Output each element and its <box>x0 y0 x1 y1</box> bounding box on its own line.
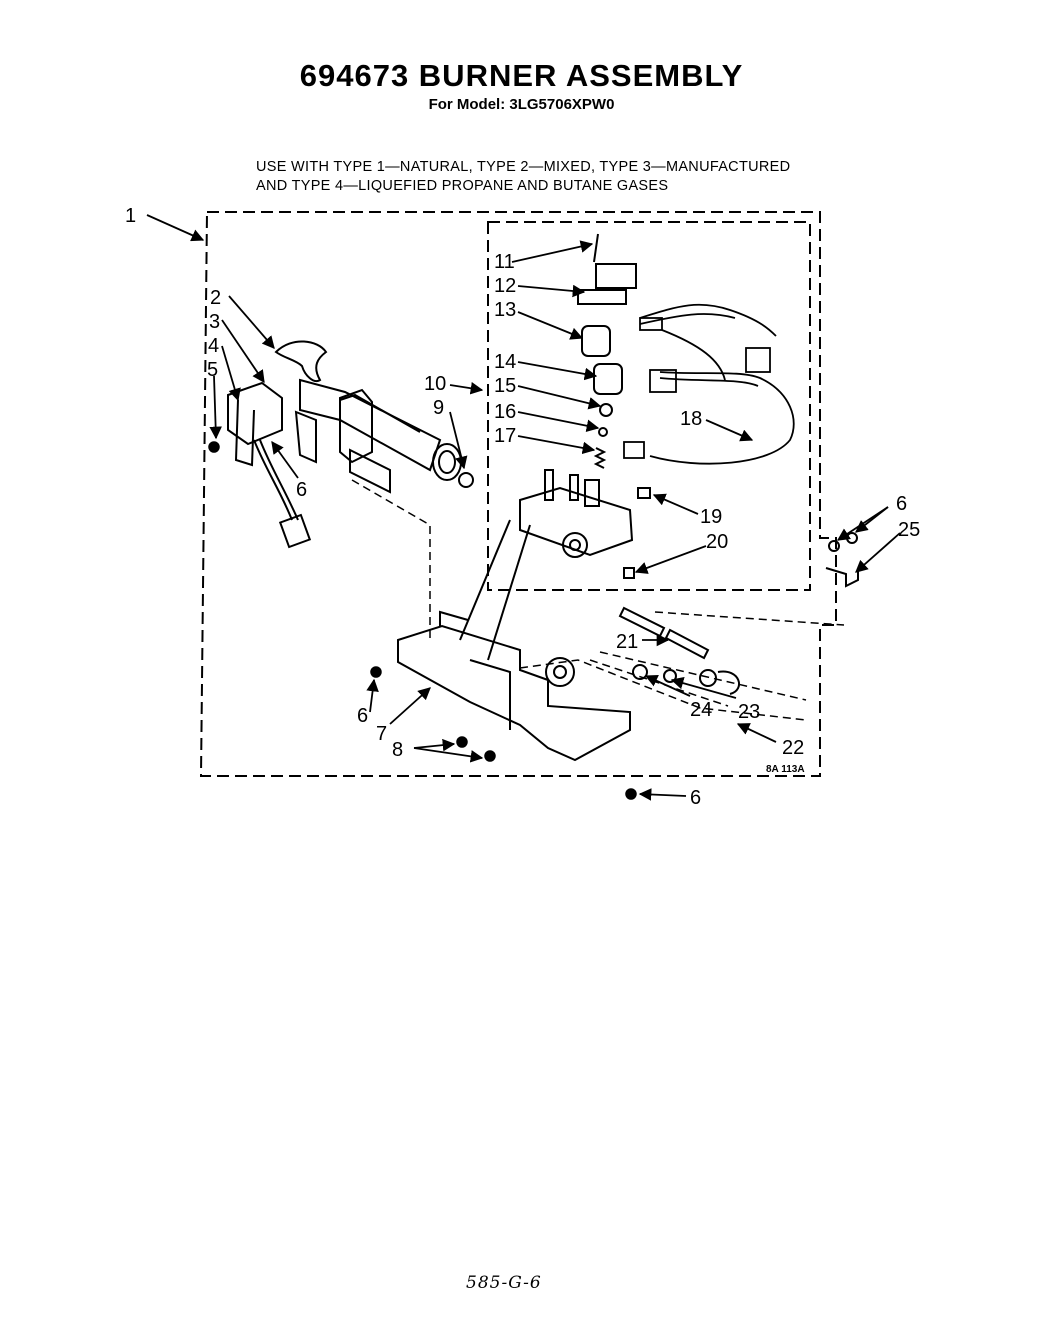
valve-coils <box>577 233 637 469</box>
assembly-guides <box>351 479 845 721</box>
model-subtitle: For Model: 3LG5706XPW0 <box>428 96 615 113</box>
note-line-2: AND TYPE 4—LIQUEFIED PROPANE AND BUTANE … <box>256 178 669 194</box>
callout-24: 24 <box>690 699 712 721</box>
callout-20: 20 <box>706 531 728 553</box>
note-line-1: USE WITH TYPE 1—NATURAL, TYPE 2—MIXED, T… <box>256 159 791 175</box>
page-title: 694673 BURNER ASSEMBLY <box>299 58 744 93</box>
callout-11: 11 <box>494 251 515 273</box>
callout-13: 13 <box>494 299 516 321</box>
screws <box>208 441 637 800</box>
callout-17: 17 <box>494 425 516 447</box>
callout-1: 1 <box>125 205 136 227</box>
gas-valve <box>459 469 634 661</box>
callout-10: 10 <box>424 373 446 395</box>
callout-4: 4 <box>208 335 219 357</box>
gas-type-note: USE WITH TYPE 1—NATURAL, TYPE 2—MIXED, T… <box>256 158 790 196</box>
main-frame-bracket <box>397 610 631 762</box>
callout-6-left: 6 <box>357 705 368 727</box>
callout-14: 14 <box>494 351 516 373</box>
callout-25: 25 <box>898 519 920 541</box>
callout-9: 9 <box>433 397 444 419</box>
assembly-outline-dashed <box>199 211 837 777</box>
side-clip <box>825 532 859 588</box>
callout-16: 16 <box>494 401 516 423</box>
valve-group-outline-dashed <box>487 221 811 591</box>
callout-15: 15 <box>494 375 516 397</box>
diagram-code: 8A 113A <box>766 764 805 775</box>
leader-lines <box>146 214 901 801</box>
callout-6: 6 <box>296 479 307 501</box>
callout-3: 3 <box>209 311 220 333</box>
burner-tube <box>274 340 462 481</box>
igniter-bracket <box>227 381 317 549</box>
callout-22: 22 <box>782 737 804 759</box>
tube-support-bracket <box>339 388 391 494</box>
callout-21: 21 <box>616 631 638 653</box>
wire-harness <box>623 303 795 465</box>
callout-5: 5 <box>207 359 218 381</box>
callout-labels: 1 2 3 4 5 6 9 10 11 12 13 14 15 16 17 18… <box>125 205 920 809</box>
callout-2: 2 <box>210 287 221 309</box>
callout-12: 12 <box>494 275 516 297</box>
callout-18: 18 <box>680 408 702 430</box>
page-footer-code: 585-G-6 <box>466 1273 542 1293</box>
callout-7: 7 <box>376 723 387 745</box>
fittings <box>458 472 651 579</box>
callout-23: 23 <box>738 701 760 723</box>
callout-6-bottom: 6 <box>690 787 701 809</box>
callout-8: 8 <box>392 739 403 761</box>
callout-19: 19 <box>700 506 722 528</box>
callout-6-right: 6 <box>896 493 907 515</box>
